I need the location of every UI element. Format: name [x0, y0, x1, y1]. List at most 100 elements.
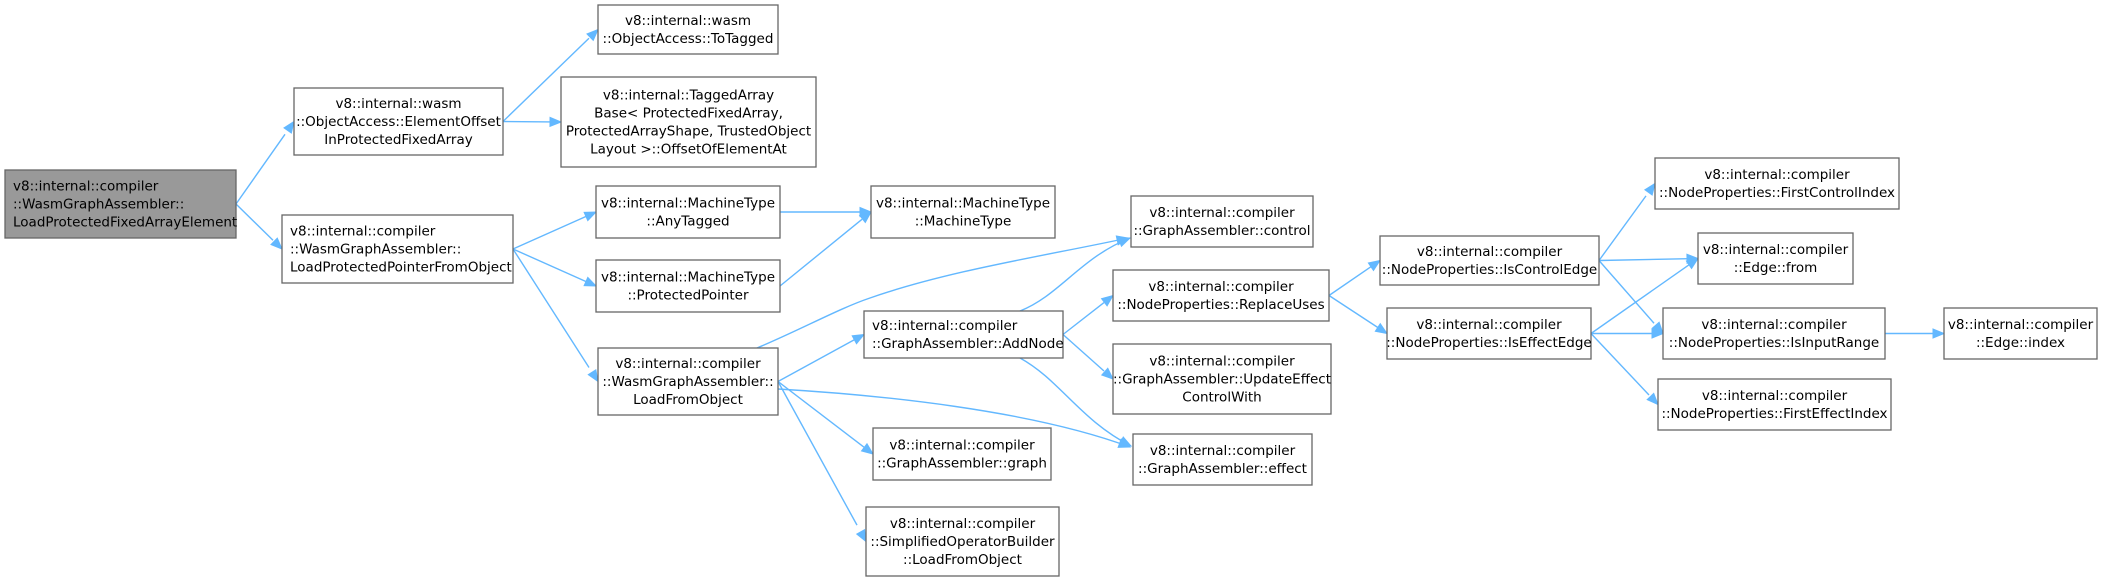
- node-simplified[interactable]: v8::internal::compiler::SimplifiedOperat…: [865, 506, 1060, 577]
- node-isEffectEdge[interactable]: v8::internal::compiler::NodeProperties::…: [1386, 307, 1592, 360]
- edge-line: [777, 380, 865, 448]
- arrow-head: [270, 237, 283, 250]
- node-label-line: v8::internal::TaggedArray: [603, 88, 774, 104]
- edge-isEffectEdge-to-isInputRange: [1591, 328, 1665, 339]
- node-anyTagged[interactable]: v8::internal::MachineType::AnyTagged: [595, 185, 781, 239]
- edge-anyTagged-to-machineType: [780, 206, 873, 218]
- arrow-head: [1367, 259, 1382, 272]
- node-box: [863, 310, 1064, 359]
- edge-line: [512, 248, 590, 368]
- node-loadFromObject[interactable]: v8::internal::compiler::WasmGraphAssembl…: [597, 347, 779, 416]
- node-box: [1654, 157, 1900, 210]
- node-label-line: v8::internal::compiler: [1150, 443, 1296, 459]
- node-box: [597, 347, 779, 416]
- node-box: [597, 4, 779, 55]
- arrow-head: [855, 528, 867, 543]
- edge-loadFromObject-to-simplified: [777, 381, 867, 543]
- node-graph[interactable]: v8::internal::compiler::GraphAssembler::…: [872, 427, 1052, 481]
- node-label-line: v8::internal::compiler: [872, 318, 1018, 334]
- node-label-line: ::NodeProperties::IsInputRange: [1669, 335, 1879, 351]
- node-label-line: LoadProtectedPointerFromObject: [290, 260, 512, 276]
- node-label-line: ::ObjectAccess::ElementOffset: [296, 114, 501, 130]
- edge-line: [1019, 237, 1131, 312]
- node-label-line: v8::internal::MachineType: [601, 270, 775, 286]
- arrow-head: [549, 116, 563, 128]
- node-label-line: LoadProtectedFixedArrayElement: [13, 215, 237, 231]
- edge-line: [777, 388, 1131, 448]
- node-isInputRange[interactable]: v8::internal::compiler::NodeProperties::…: [1662, 307, 1886, 360]
- edge-root-to-elemOffset: [235, 120, 295, 205]
- node-replaceUses[interactable]: v8::internal::compiler::NodeProperties::…: [1112, 269, 1330, 322]
- node-label-line: v8::internal::compiler: [889, 438, 1035, 454]
- arrow-head: [1643, 182, 1656, 196]
- node-label-line: v8::internal::compiler: [1149, 205, 1295, 221]
- node-box: [1112, 269, 1330, 322]
- node-label-line: ProtectedArrayShape, TrustedObject: [566, 124, 811, 140]
- node-firstEffect[interactable]: v8::internal::compiler::NodeProperties::…: [1657, 378, 1892, 431]
- node-label-line: v8::internal::compiler: [1702, 388, 1848, 404]
- node-label-line: ::GraphAssembler::UpdateEffect: [1113, 372, 1331, 388]
- node-label-line: LoadFromObject: [633, 392, 743, 408]
- node-label-line: ::GraphAssembler::control: [1133, 223, 1310, 239]
- node-label-line: v8::internal::compiler: [1703, 242, 1849, 258]
- node-box: [560, 76, 817, 168]
- edge-line: [1590, 333, 1650, 396]
- node-box: [1112, 343, 1332, 415]
- node-toTagged[interactable]: v8::internal::wasm::ObjectAccess::ToTagg…: [597, 4, 779, 55]
- edge-addNode-to-replaceUses: [1062, 294, 1115, 336]
- edge-replaceUses-to-isEffectEdge: [1328, 294, 1389, 335]
- edge-loadPtr-to-anyTagged: [512, 211, 598, 250]
- arrow-head: [583, 211, 598, 222]
- node-box: [870, 185, 1056, 239]
- node-box: [1657, 378, 1892, 431]
- node-control[interactable]: v8::internal::compiler::GraphAssembler::…: [1130, 195, 1314, 248]
- node-label-line: ::GraphAssembler::graph: [877, 456, 1047, 472]
- node-label-line: ::LoadFromObject: [903, 552, 1022, 568]
- edge-isControlEdge-to-isInputRange: [1598, 260, 1664, 335]
- node-addNode[interactable]: v8::internal::compiler::GraphAssembler::…: [863, 310, 1064, 359]
- node-label-line: ::GraphAssembler::AddNode: [872, 336, 1064, 352]
- node-box: [595, 185, 781, 239]
- edge-line: [512, 248, 588, 283]
- node-label-line: ::WasmGraphAssembler::: [290, 242, 461, 258]
- node-box: [865, 506, 1060, 577]
- edge-isInputRange-to-edgeIndex: [1885, 328, 1946, 339]
- node-label-line: v8::internal::compiler: [1948, 317, 2094, 333]
- node-box: [1132, 433, 1313, 486]
- arrow-head: [587, 368, 599, 383]
- node-root[interactable]: v8::internal::compiler::WasmGraphAssembl…: [4, 169, 237, 239]
- node-label-line: v8::internal::wasm: [625, 13, 751, 29]
- edge-isControlEdge-to-firstControl: [1598, 182, 1656, 261]
- node-firstControl[interactable]: v8::internal::compiler::NodeProperties::…: [1654, 157, 1900, 210]
- node-label-line: ::Edge::from: [1734, 260, 1818, 276]
- node-label-line: v8::internal::compiler: [1149, 354, 1295, 370]
- node-edgeFrom[interactable]: v8::internal::compiler::Edge::from: [1697, 232, 1854, 285]
- node-updateEffect[interactable]: v8::internal::compiler::GraphAssembler::…: [1112, 343, 1332, 415]
- edge-line: [235, 133, 286, 205]
- node-loadPtr[interactable]: v8::internal::compiler::WasmGraphAssembl…: [281, 214, 514, 284]
- arrow-head: [586, 28, 599, 42]
- edge-elemOffset-to-taggedArray: [502, 116, 563, 128]
- node-box: [872, 427, 1052, 481]
- node-label-line: ControlWith: [1182, 390, 1261, 406]
- node-machineType[interactable]: v8::internal::MachineType::MachineType: [870, 185, 1056, 239]
- node-box: [281, 214, 514, 284]
- node-label-line: ::ObjectAccess::ToTagged: [603, 31, 774, 47]
- edge-addNode-to-updateEffect: [1062, 333, 1114, 380]
- node-protPtr[interactable]: v8::internal::MachineType::ProtectedPoin…: [595, 259, 781, 313]
- edge-line: [1328, 294, 1379, 329]
- node-label-line: ::GraphAssembler::effect: [1138, 461, 1307, 477]
- node-isControlEdge[interactable]: v8::internal::compiler::NodeProperties::…: [1379, 235, 1600, 286]
- edge-addNode-to-control: [1019, 237, 1132, 312]
- node-edgeIndex[interactable]: v8::internal::compiler::Edge::index: [1943, 307, 2098, 360]
- edge-isEffectEdge-to-firstEffect: [1590, 333, 1659, 406]
- edge-loadPtr-to-protPtr: [512, 248, 598, 287]
- edges-layer: [235, 28, 1946, 543]
- node-elemOffset[interactable]: v8::internal::wasm::ObjectAccess::Elemen…: [293, 87, 504, 156]
- edge-isControlEdge-to-edgeFrom: [1598, 253, 1700, 264]
- edge-line: [1019, 357, 1132, 447]
- node-effect[interactable]: v8::internal::compiler::GraphAssembler::…: [1132, 433, 1313, 486]
- node-label-line: ::ProtectedPointer: [627, 288, 749, 304]
- node-box: [1130, 195, 1314, 248]
